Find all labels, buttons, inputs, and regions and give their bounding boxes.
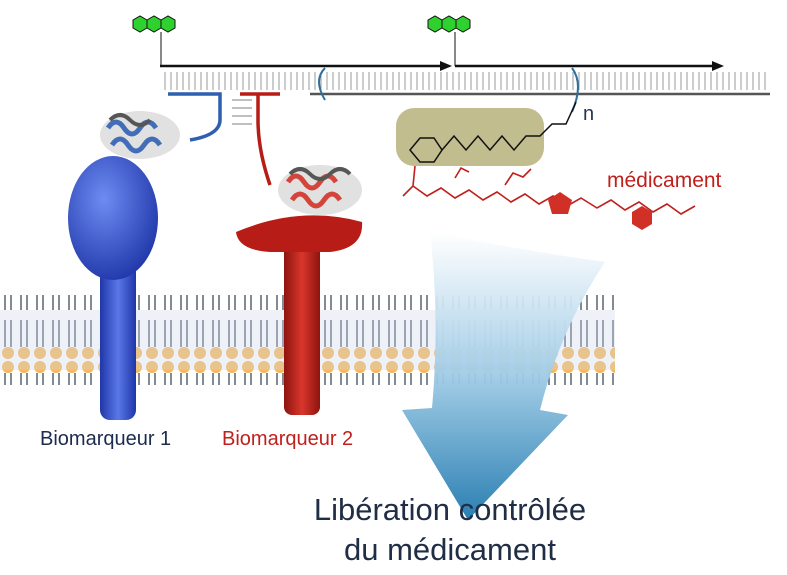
linker-box (396, 101, 577, 166)
drug-label: médicament (607, 169, 722, 192)
release-title-line-1: Libération contrôlée (313, 492, 587, 527)
aptamer-strand-2 (240, 92, 280, 186)
protein-binder-1 (100, 111, 180, 159)
biomarker-2-label: Biomarqueur 2 (222, 428, 354, 450)
biomarker-1-receptor (68, 111, 180, 420)
biomarker-2-receptor (236, 165, 363, 415)
fluorophore-icon (132, 15, 176, 66)
aptamer-strand-1 (168, 92, 222, 142)
release-arrow (402, 232, 605, 520)
dna-duplex (160, 61, 770, 186)
bracket-left (318, 67, 326, 101)
protein-binder-2 (278, 165, 362, 215)
release-title: Libération contrôlée du médicament (200, 490, 700, 570)
repeat-unit-label: n (583, 103, 595, 125)
release-title-line-2: du médicament (344, 532, 556, 567)
drug-molecule (402, 165, 696, 230)
biomarker-1-label: Biomarqueur 1 (40, 428, 172, 450)
fluorophore-icon (427, 15, 471, 66)
